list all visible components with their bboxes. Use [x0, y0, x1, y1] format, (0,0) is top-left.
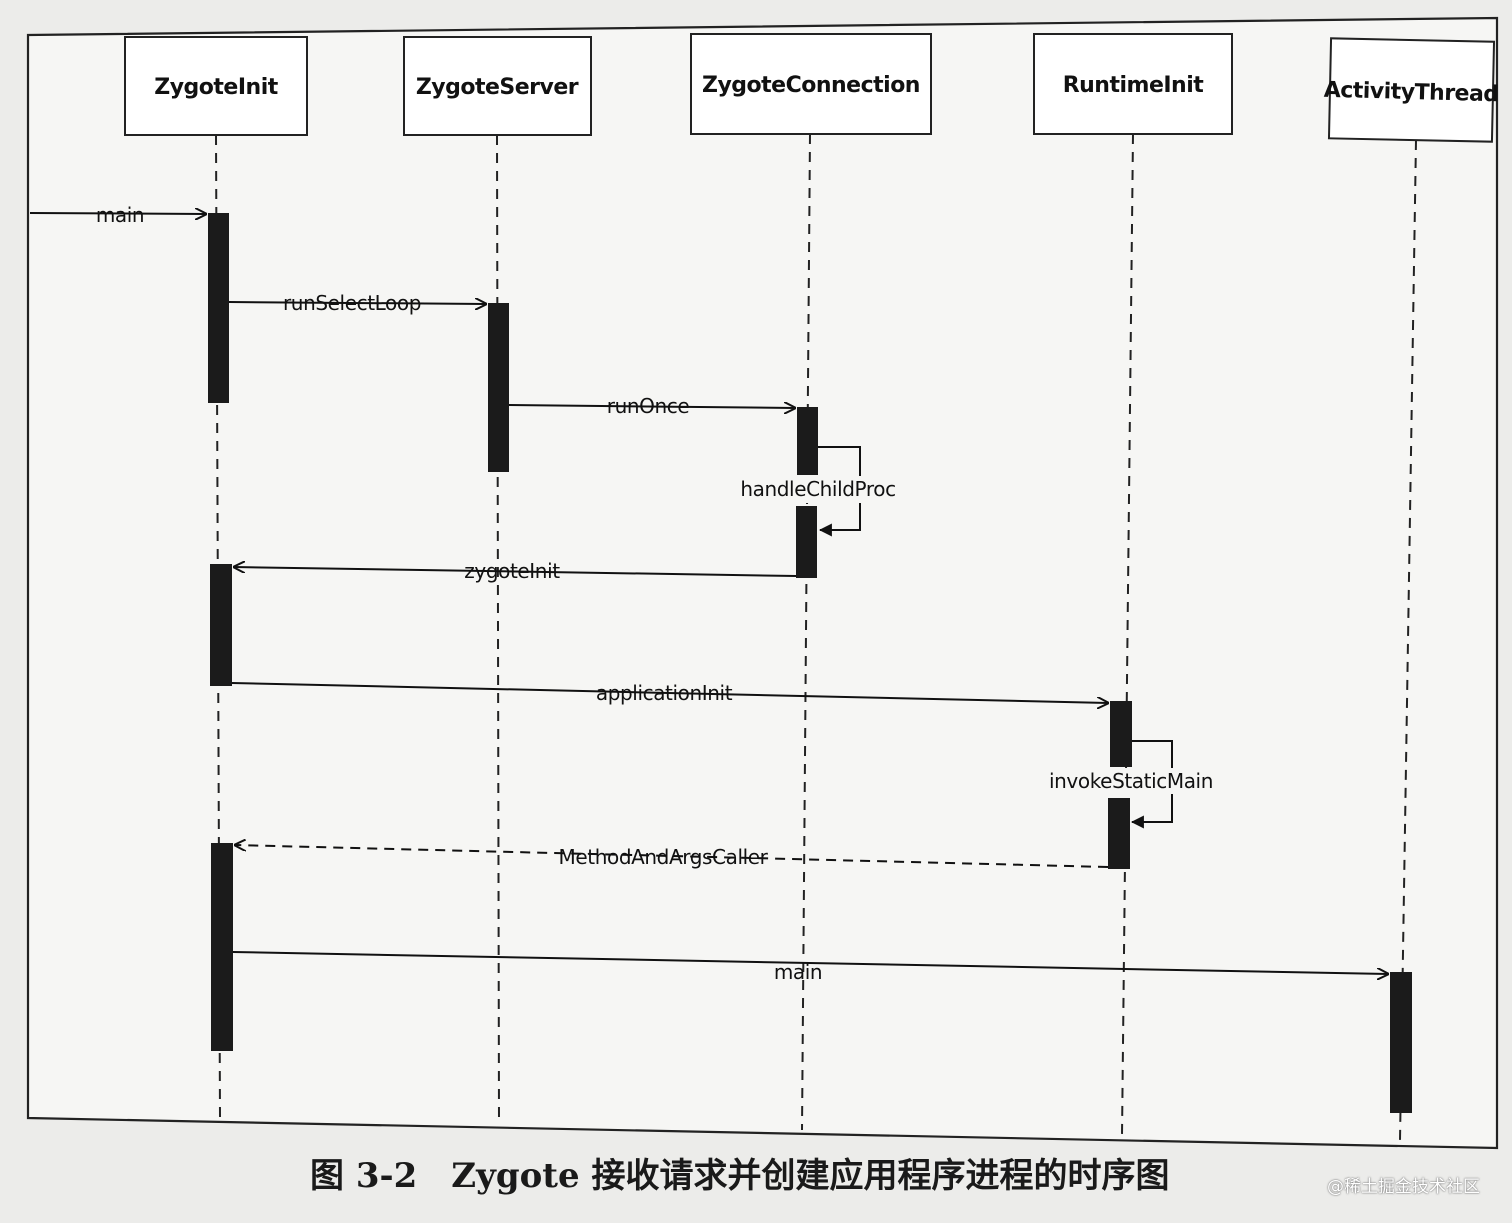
message-label: runOnce	[607, 394, 690, 418]
self-call-label-bg	[730, 476, 906, 503]
watermark: @稀土掘金技术社区	[1327, 1177, 1480, 1197]
lifeline-head-zygoteinit	[124, 36, 308, 136]
message-main-activitythread: main	[232, 951, 1388, 984]
message-runselectloop: runSelectLoop	[228, 291, 486, 315]
lifeline-zygoteserver: ZygoteServer	[403, 36, 592, 1123]
message-runonce: runOnce	[508, 394, 795, 418]
lifeline-label: ZygoteConnection	[702, 73, 920, 98]
lifeline-label: ZygoteServer	[416, 75, 579, 100]
activation-bar-zygoteserver	[488, 303, 509, 472]
message-arrow	[231, 682, 1108, 703]
message-label: main	[774, 960, 822, 984]
activation-bar-zygoteinit-2	[210, 564, 232, 686]
message-arrow	[234, 567, 797, 577]
activation-bar-runtimeinit-1	[1110, 701, 1132, 767]
message-label: handleChildProc	[740, 477, 895, 501]
message-label: MethodAndArgsCaller	[559, 845, 769, 869]
lifeline-label: ActivityThread	[1323, 78, 1499, 108]
lifeline-zygoteinit: ZygoteInit	[124, 36, 308, 1119]
lifeline-head-activitythread	[1327, 37, 1496, 143]
lifeline-label: ZygoteInit	[154, 75, 278, 100]
message-label: invokeStaticMain	[1049, 769, 1213, 793]
message-handlechildproc: handleChildProc	[730, 446, 906, 537]
message-zygoteinit: zygoteInit	[234, 559, 797, 583]
lifeline-label: RuntimeInit	[1063, 73, 1205, 98]
activation-bar-zygoteinit-3	[211, 843, 233, 1051]
lifeline-runtimeinit: RuntimeInit	[1033, 33, 1233, 1136]
figure-caption: 图 3-2 Zygote 接收请求并创建应用程序进程的时序图	[310, 1148, 1230, 1197]
message-invokestaticmain: invokeStaticMain	[1036, 740, 1226, 829]
message-label: runSelectLoop	[283, 291, 421, 315]
message-applicationinit: applicationInit	[231, 681, 1108, 705]
message-label: main	[96, 203, 144, 227]
activation-bar-activitythread	[1390, 972, 1412, 1113]
message-arrow	[29, 213, 206, 214]
lifeline-head-zygoteconnection	[690, 33, 932, 135]
activation-bar-zygoteinit-1	[208, 213, 229, 403]
self-call-label-bg	[1036, 768, 1226, 794]
diagram-frame	[26, 16, 1499, 1150]
activation-bar-zygoteconnection-2	[796, 506, 817, 578]
activation-bar-runtimeinit-2	[1108, 798, 1130, 869]
lifeline-dashed-line	[801, 133, 811, 1131]
message-label: applicationInit	[596, 681, 733, 705]
lifeline-dashed-line	[496, 134, 500, 1123]
message-arrow	[228, 302, 486, 304]
figure-title: Zygote 接收请求并创建应用程序进程的时序图	[451, 1156, 1170, 1196]
message-label: zygoteInit	[464, 559, 560, 583]
message-arrow	[508, 405, 795, 408]
message-arrow	[232, 951, 1388, 974]
message-main-entry: main	[29, 203, 206, 227]
activation-bar-zygoteconnection-1	[797, 407, 818, 475]
message-arrow	[235, 845, 1109, 868]
lifeline-zygoteconnection: ZygoteConnection	[690, 33, 932, 1131]
message-methodandargscaller: MethodAndArgsCaller	[235, 845, 1109, 869]
figure-number: 图 3-2	[310, 1156, 418, 1196]
lifeline-head-runtimeinit	[1033, 33, 1233, 135]
